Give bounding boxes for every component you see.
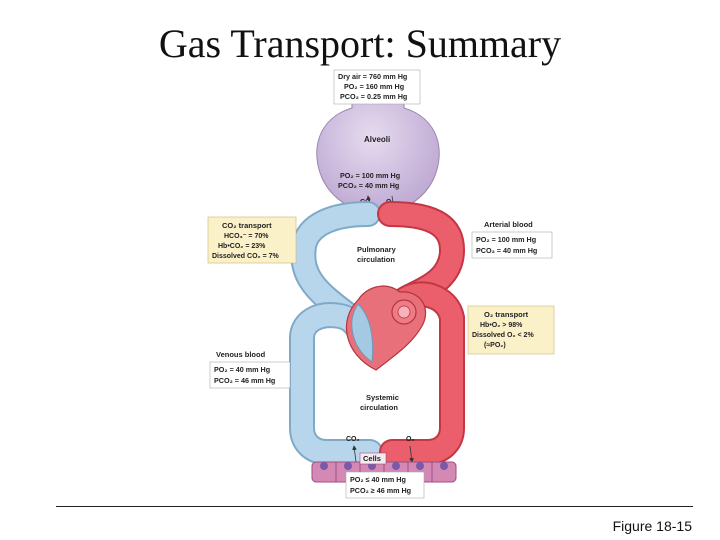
o2-transport-line-1: Hb•O₂ > 98% <box>480 322 523 329</box>
o2-transport-line-2: Dissolved O₂ < 2% <box>472 332 534 339</box>
alveoli-label: Alveoli <box>364 135 390 144</box>
cells-pressure-box: PO₂ ≤ 40 mm Hg PCO₂ ≥ 46 mm Hg <box>345 471 425 499</box>
cells-co2: CO₂ <box>346 436 360 443</box>
alveoli-po2: PO₂ = 100 mm Hg <box>340 171 400 180</box>
arterial-title: Arterial blood <box>484 220 533 229</box>
pulmonary-label-2: circulation <box>357 255 395 264</box>
o2-transport-title: O₂ transport <box>484 310 529 319</box>
alveoli <box>316 85 440 215</box>
figure-label: Figure 18-15 <box>612 518 692 534</box>
systemic-label-2: circulation <box>360 403 398 412</box>
venous-line-1: PO₂ = 40 mm Hg <box>214 365 270 374</box>
cells-o2: O₂ <box>406 436 415 443</box>
venous-line-2: PCO₂ = 46 mm Hg <box>214 376 275 385</box>
dry-air-line-1: Dry air = 760 mm Hg <box>338 72 407 81</box>
cells-o2-arrow <box>409 445 414 463</box>
cells-line-2: PCO₂ ≥ 46 mm Hg <box>350 486 411 495</box>
arterial-vessels <box>377 201 466 465</box>
arterial-blood-box: Arterial blood PO₂ = 100 mm Hg PCO₂ = 40… <box>471 220 553 259</box>
cells-line-1: PO₂ ≤ 40 mm Hg <box>350 475 406 484</box>
arterial-line-1: PO₂ = 100 mm Hg <box>476 235 536 244</box>
pulmonary-label-1: Pulmonary <box>357 245 397 254</box>
arterial-line-2: PCO₂ = 40 mm Hg <box>476 246 537 255</box>
cells-label-tag <box>359 452 387 465</box>
cells-label: Cells <box>363 454 381 463</box>
alveoli-pco2: PCO₂ = 40 mm Hg <box>338 181 399 190</box>
slide-title: Gas Transport: Summary <box>158 21 562 66</box>
venous-blood-box: Venous blood PO₂ = 40 mm Hg PCO₂ = 46 mm… <box>209 350 291 389</box>
systemic-label-1: Systemic <box>366 393 399 402</box>
dry-air-box: Dry air = 760 mm Hg PO₂ = 160 mm Hg PCO₂… <box>333 69 421 105</box>
co2-transport-line-1: HCO₃⁻ = 70% <box>224 233 269 240</box>
dry-air-line-2: PO₂ = 160 mm Hg <box>344 82 404 91</box>
co2-transport-box: CO₂ transport HCO₃⁻ = 70% Hb•CO₂ = 23% D… <box>207 216 297 264</box>
co2-transport-title: CO₂ transport <box>222 221 272 230</box>
o2-transport-line-3: (≈PO₂) <box>484 342 506 349</box>
co2-transport-line-3: Dissolved CO₂ = 7% <box>212 253 279 260</box>
venous-title: Venous blood <box>216 350 266 359</box>
o2-transport-box: O₂ transport Hb•O₂ > 98% Dissolved O₂ < … <box>467 305 555 355</box>
footer-rule <box>56 506 693 507</box>
co2-transport-line-2: Hb•CO₂ = 23% <box>218 243 266 250</box>
heart <box>345 285 427 371</box>
cells-co2-arrow <box>352 445 357 463</box>
dry-air-line-3: PCO₂ = 0.25 mm Hg <box>340 92 407 101</box>
